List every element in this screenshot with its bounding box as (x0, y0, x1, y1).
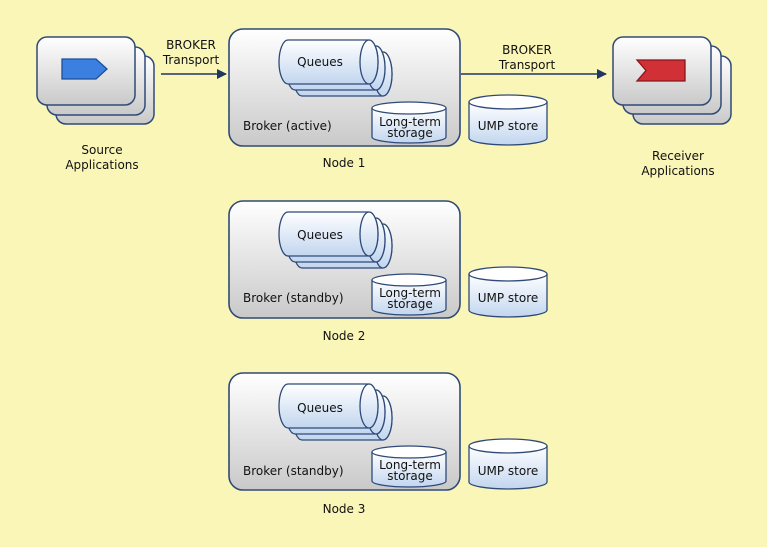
broker-label: Broker (standby) (243, 291, 344, 305)
storage-label-line2: storage (387, 126, 433, 140)
storage-label-line2: storage (387, 469, 433, 483)
queues-stack: Queues (278, 383, 393, 441)
ump-store: UMP store (468, 438, 548, 490)
storage-label-line1: Long-term (379, 458, 441, 472)
receiver-label-line2: Applications (641, 164, 714, 178)
ump-store-label: UMP store (478, 464, 539, 478)
ump-store: UMP store (468, 266, 548, 318)
broker-label: Broker (standby) (243, 464, 344, 478)
queues-stack: Queues (278, 39, 393, 97)
queues-label: Queues (297, 228, 343, 242)
storage-label-line1: Long-term (379, 115, 441, 129)
queues-stack: Queues (278, 211, 393, 269)
node-2: Queues Broker (standby) Long-term storag… (228, 200, 548, 343)
storage-label-line2: storage (387, 297, 433, 311)
node-1: Queues Broker (active) Long-term storage… (228, 28, 548, 170)
queues-label: Queues (297, 401, 343, 415)
source-label-line2: Applications (65, 158, 138, 172)
node-label: Node 3 (323, 502, 366, 516)
node-label: Node 2 (323, 329, 366, 343)
node-label: Node 1 (323, 156, 366, 170)
receiver-flag-icon (635, 59, 686, 82)
source-applications: Source Applications (36, 36, 155, 172)
long-term-storage: Long-term storage (371, 273, 447, 316)
broker-label: Broker (active) (243, 119, 332, 133)
ump-store-label: UMP store (478, 291, 539, 305)
long-term-storage: Long-term storage (371, 445, 447, 488)
transport-out-label-line1: BROKER (502, 43, 552, 57)
ump-store: UMP store (468, 94, 548, 146)
ump-store-label: UMP store (478, 119, 539, 133)
source-label-line1: Source (81, 143, 122, 157)
transport-out-label-line2: Transport (498, 58, 556, 72)
source-send-icon (61, 58, 108, 80)
transport-in-label-line2: Transport (162, 53, 220, 67)
long-term-storage: Long-term storage (371, 101, 447, 144)
transport-in-label-line1: BROKER (166, 38, 216, 52)
receiver-label-line1: Receiver (652, 149, 704, 163)
node-3: Queues Broker (standby) Long-term storag… (228, 372, 548, 516)
queues-label: Queues (297, 55, 343, 69)
storage-label-line1: Long-term (379, 286, 441, 300)
receiver-applications: Receiver Applications (612, 36, 732, 178)
